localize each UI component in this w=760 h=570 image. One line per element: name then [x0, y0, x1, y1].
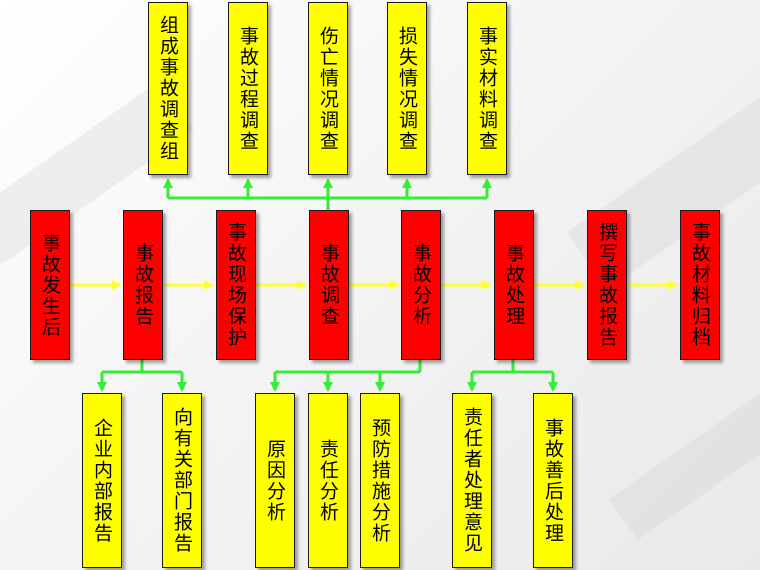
process-box-investigation: 事故调查 [309, 210, 349, 360]
box-label: 伤亡情况调查 [317, 25, 339, 152]
investigation-box-losses: 损失情况调查 [387, 2, 427, 175]
analysis-box-responsibility: 责任分析 [308, 393, 348, 568]
process-box-occurrence: 事故发生后 [30, 210, 70, 360]
box-label: 事故过程调查 [237, 25, 259, 152]
box-label: 企业内部报告 [91, 417, 113, 544]
process-box-handling: 事故处理 [494, 210, 534, 360]
process-box-report: 事故报告 [123, 210, 163, 360]
box-label: 责任分析 [317, 438, 339, 523]
box-label: 原因分析 [264, 438, 286, 523]
handling-box-responsible-party: 责任者处理意见 [452, 393, 492, 568]
box-label: 组成事故调查组 [157, 15, 179, 162]
investigation-box-process: 事故过程调查 [228, 2, 268, 175]
report-branch [97, 360, 187, 392]
handling-box-aftermath: 事故善后处理 [533, 393, 573, 568]
box-label: 事故分析 [410, 243, 432, 327]
investigation-branch [163, 178, 492, 210]
process-box-scene-protection: 事故现场保护 [216, 210, 256, 360]
investigation-box-casualties: 伤亡情况调查 [308, 2, 348, 175]
handling-branch [467, 360, 558, 392]
investigation-box-facts: 事实材料调查 [467, 2, 507, 175]
box-label: 事故善后处理 [542, 417, 564, 544]
box-label: 事实材料调查 [476, 25, 498, 152]
box-label: 撰写事故报告 [596, 222, 618, 348]
investigation-box-team: 组成事故调查组 [148, 2, 188, 175]
analysis-box-cause: 原因分析 [255, 393, 295, 568]
process-box-write-report: 撰写事故报告 [587, 210, 627, 360]
box-label: 损失情况调查 [396, 25, 418, 152]
report-box-internal: 企业内部报告 [82, 393, 122, 568]
box-label: 事故报告 [132, 243, 154, 327]
box-label: 事故处理 [503, 243, 525, 327]
analysis-box-prevention: 预防措施分析 [360, 393, 400, 568]
box-label: 事故发生后 [39, 232, 61, 338]
box-label: 向有关部门报告 [171, 407, 193, 554]
analysis-branch [270, 360, 422, 392]
box-label: 事故现场保护 [225, 222, 247, 348]
box-label: 预防措施分析 [369, 417, 391, 544]
box-label: 责任者处理意见 [461, 407, 483, 554]
box-label: 事故调查 [318, 243, 340, 327]
box-label: 事故材料归档 [689, 222, 711, 348]
process-box-analysis: 事故分析 [401, 210, 441, 360]
process-box-archive: 事故材料归档 [680, 210, 720, 360]
report-box-authorities: 向有关部门报告 [162, 393, 202, 568]
